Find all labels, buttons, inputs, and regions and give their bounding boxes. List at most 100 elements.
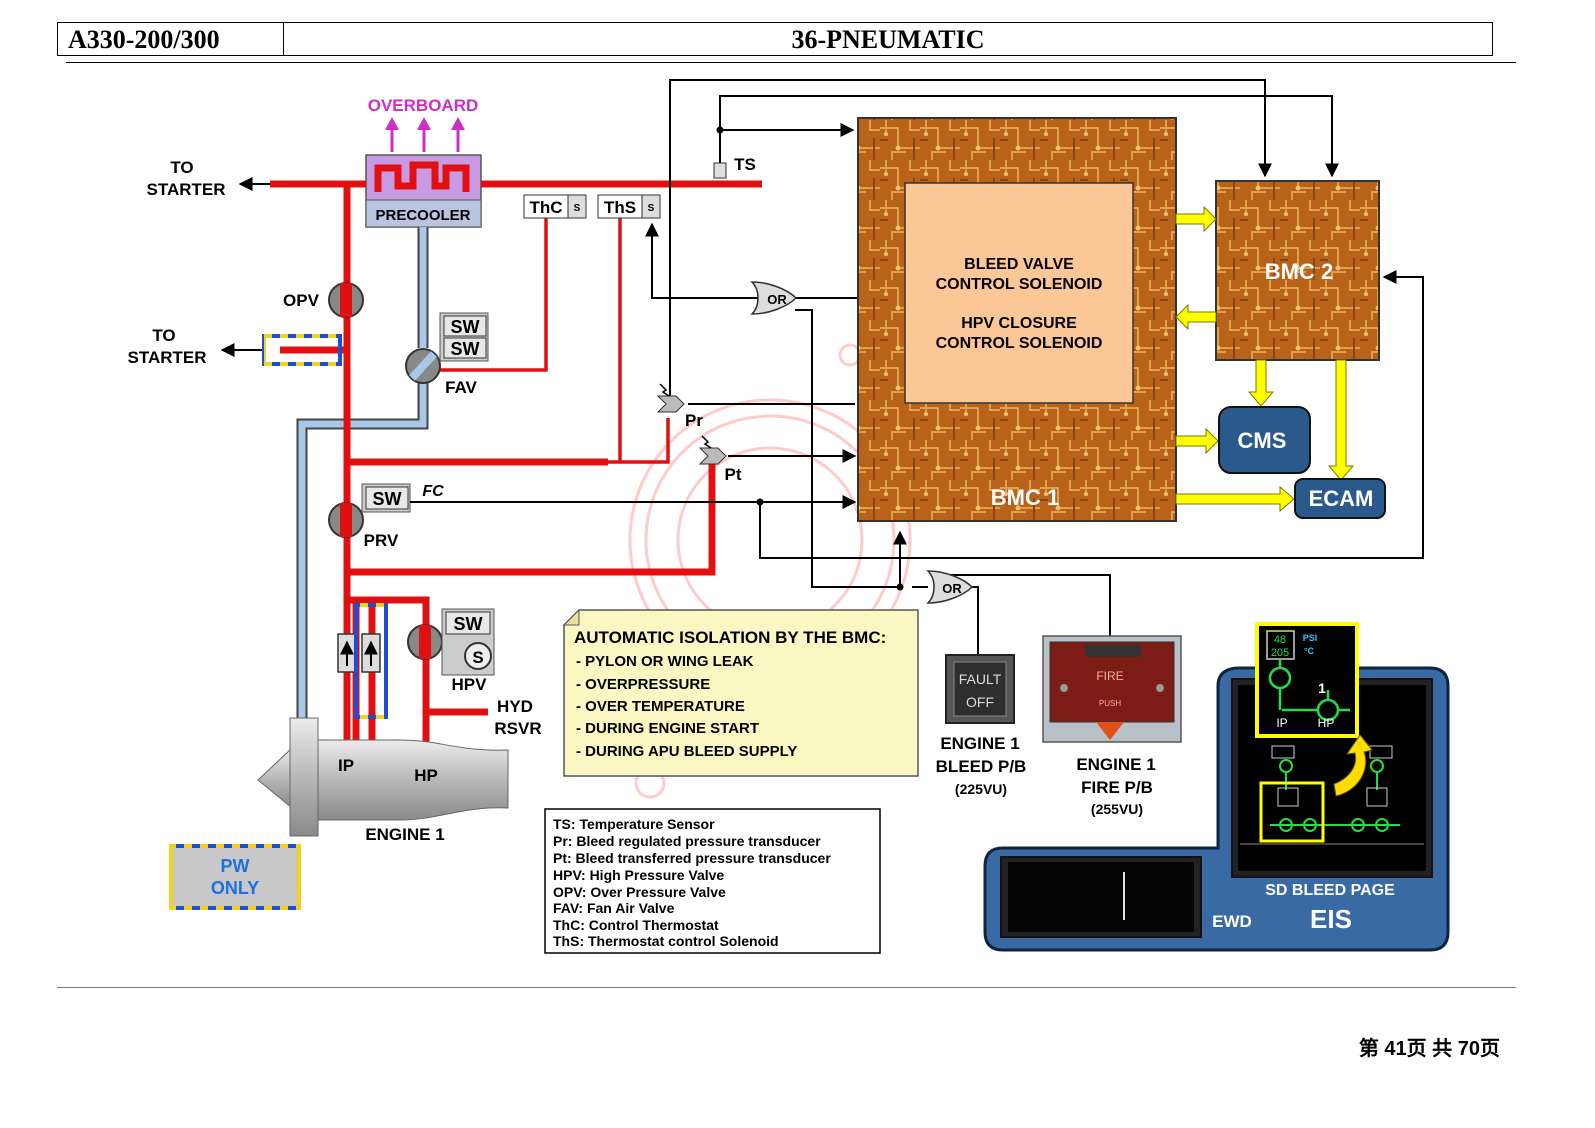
inset-hp: HP	[1318, 716, 1335, 730]
thc-thermostat: ThC S	[523, 194, 587, 219]
legend-pt: Pt: Bleed transferred pressure transduce…	[553, 850, 831, 866]
engine1-fire-pushbutton: FIRE PUSH	[1042, 635, 1182, 743]
hyd-rsvr-line1: HYD	[497, 697, 533, 716]
bmc-data-arrows	[1175, 205, 1355, 513]
isolation-item-4: - DURING ENGINE START	[576, 720, 759, 737]
page-number: 第 41页 共 70页	[1358, 1038, 1500, 1060]
inset-callout-arrow	[1333, 734, 1373, 797]
bmc1-solenoid-line1: BLEED VALVE	[964, 256, 1074, 273]
header-rule	[66, 62, 1516, 63]
engine-1	[257, 717, 509, 837]
isolation-item-5: - DURING APU BLEED SUPPLY	[576, 743, 797, 760]
hpv-sw-box: SW S	[441, 608, 495, 676]
isolation-note	[562, 608, 919, 777]
isolation-item-3: - OVER TEMPERATURE	[576, 698, 745, 715]
ip-check-valves	[337, 603, 388, 719]
prv-label: PRV	[364, 531, 399, 550]
thc-s: S	[574, 203, 581, 214]
fav-valve	[405, 348, 441, 384]
isolation-item-1: - PYLON OR WING LEAK	[576, 653, 754, 670]
bmc1-solenoid-box	[904, 182, 1134, 404]
hpv-valve	[407, 624, 443, 660]
control-wiring	[410, 79, 1424, 655]
thc-label: ThC	[529, 198, 562, 217]
ts-sensor	[713, 162, 727, 179]
hpv-sw: SW	[454, 614, 483, 634]
hyd-rsvr-line2: RSVR	[494, 719, 541, 738]
to-starter-top-line1: TO	[170, 158, 193, 177]
bmc1-solenoid-line3: HPV CLOSURE	[961, 315, 1077, 332]
inset-unit-psi: PSI	[1303, 633, 1318, 643]
pw-only-line2: ONLY	[211, 878, 259, 898]
legend-pr: Pr: Bleed regulated pressure transducer	[553, 833, 821, 849]
sd-inset-zoom: 48 205 PSI °C 1 IP HP	[1255, 622, 1359, 738]
legend-hpv: HPV: High Pressure Valve	[553, 867, 724, 883]
hpv-label: HPV	[452, 675, 488, 694]
inset-engine-number: 1	[1318, 680, 1326, 696]
inset-ip: IP	[1276, 716, 1287, 730]
legend-ths: ThS: Thermostat control Solenoid	[553, 933, 779, 949]
pr-label: Pr	[685, 411, 703, 430]
eis-title: SD BLEED PAGE	[1265, 882, 1395, 899]
overboard-arrows	[385, 117, 465, 152]
bleed-air-diagram: OVERBOARD PRECOOLER TO STARTER TO	[127, 79, 1450, 954]
fire-pb-panel: (255VU)	[1091, 801, 1143, 817]
cms-label: CMS	[1238, 428, 1287, 453]
to-starter-mid-line2: STARTER	[127, 348, 206, 367]
fav-sw1: SW	[451, 317, 480, 337]
engine-label: ENGINE 1	[365, 825, 444, 844]
engine-ip-label: IP	[338, 756, 354, 775]
hpv-s: S	[472, 648, 483, 667]
inset-psi-bottom: 205	[1271, 647, 1289, 659]
legend-opv: OPV: Over Pressure Valve	[553, 884, 726, 900]
pr-transducer	[656, 383, 685, 413]
fav-label: FAV	[445, 378, 477, 397]
engine-hp-label: HP	[414, 766, 438, 785]
bmc1-solenoid-line2: CONTROL SOLENOID	[936, 276, 1103, 293]
to-starter-mid-line1: TO	[152, 326, 175, 345]
or-gate-top: OR	[750, 281, 798, 315]
fire-pb-title-2: FIRE P/B	[1081, 778, 1153, 797]
ths-s: S	[648, 203, 655, 214]
to-starter-top-line2: STARTER	[146, 180, 225, 199]
fc-label: FC	[422, 483, 444, 500]
starter-duct-dashed-box	[262, 334, 342, 366]
fire-pb-title-1: ENGINE 1	[1076, 755, 1155, 774]
bleed-pb-title-2: BLEED P/B	[936, 757, 1027, 776]
fire-pb-push: PUSH	[1099, 699, 1121, 708]
or-gate-top-label: OR	[767, 292, 787, 307]
fav-sw2: SW	[451, 339, 480, 359]
pt-transducer	[698, 435, 727, 465]
or-gate-bottom-label: OR	[942, 581, 962, 596]
pt-label: Pt	[725, 465, 742, 484]
engine1-bleed-pushbutton: FAULT OFF	[945, 654, 1015, 724]
pw-only-box	[169, 844, 301, 910]
or-gate-bottom: OR	[926, 570, 974, 604]
legend-fav: FAV: Fan Air Valve	[553, 900, 675, 916]
inset-psi-top: 48	[1274, 634, 1286, 646]
isolation-item-2: - OVERPRESSURE	[576, 676, 710, 693]
wiring-junctions	[716, 126, 904, 591]
bleed-pb-off: OFF	[966, 694, 994, 710]
abbreviation-legend	[544, 808, 881, 954]
bleed-pb-title-1: ENGINE 1	[940, 734, 1019, 753]
prv-valve	[328, 502, 364, 538]
ths-thermostat: ThS S	[597, 194, 661, 219]
legend-thc: ThC: Control Thermostat	[553, 917, 719, 933]
ts-label: TS	[734, 155, 756, 174]
bottom-rule	[57, 987, 1516, 988]
eis-label: EIS	[1310, 904, 1352, 934]
ecam-label: ECAM	[1309, 486, 1374, 511]
fire-pb-fire: FIRE	[1096, 669, 1123, 683]
inset-unit-c: °C	[1304, 646, 1315, 656]
overboard-label: OVERBOARD	[368, 96, 479, 115]
bmc1-solenoid-line4: CONTROL SOLENOID	[936, 335, 1103, 352]
prv-sw: SW	[373, 489, 402, 509]
legend-ts: TS: Temperature Sensor	[553, 816, 715, 832]
isolation-title: AUTOMATIC ISOLATION BY THE BMC:	[574, 628, 886, 647]
chapter-title: 36-PNEUMATIC	[791, 25, 985, 54]
ths-label: ThS	[604, 198, 636, 217]
precooler-label: PRECOOLER	[375, 207, 470, 224]
aircraft-model: A330-200/300	[58, 23, 284, 55]
bmc2-label: BMC 2	[1265, 259, 1333, 284]
